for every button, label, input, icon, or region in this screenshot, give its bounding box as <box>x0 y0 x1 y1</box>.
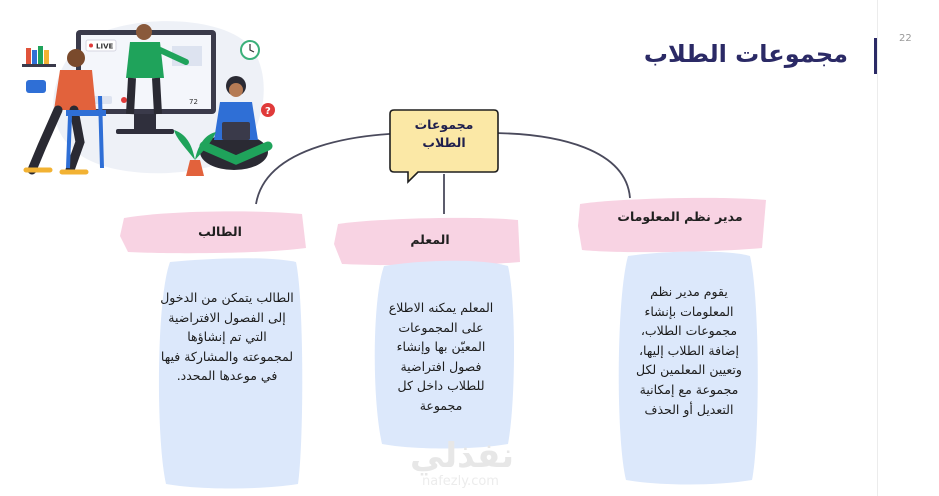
viewer-count: 72 <box>189 98 198 106</box>
tab-admin-label: مدير نظم المعلومات <box>617 209 743 224</box>
tab-teacher-label: المعلم <box>410 232 450 247</box>
watermark-url: nafezly.com <box>422 474 499 489</box>
tab-student-shape <box>120 211 306 254</box>
tab-admin-shape <box>578 197 766 253</box>
monitor-base <box>116 129 174 134</box>
shoes <box>23 167 89 175</box>
live-badge <box>85 39 117 52</box>
live-label: LIVE <box>96 43 113 51</box>
teacher-legs <box>126 77 162 115</box>
slide-edge-line <box>877 0 878 496</box>
center-bubble-text: مجموعات الطلاب <box>414 117 474 150</box>
laptop <box>222 122 250 140</box>
book <box>32 50 37 64</box>
student-man-leg <box>65 105 85 175</box>
chair-legs <box>66 95 104 169</box>
question-icon <box>261 103 275 117</box>
book <box>38 46 43 64</box>
chat-bubble-icon <box>26 80 46 93</box>
card-teacher-shape <box>374 260 514 449</box>
book <box>44 50 49 64</box>
clock-hands <box>249 44 255 53</box>
shelf <box>22 64 56 67</box>
book <box>26 48 31 64</box>
slide-title: مجموعات الطلاب <box>643 40 848 68</box>
title-accent-bar <box>874 38 877 74</box>
slide-number: 22 <box>899 33 912 44</box>
teacher-shirt <box>126 42 164 78</box>
card-student-shape <box>158 258 303 489</box>
svg-text:?: ? <box>265 106 271 117</box>
bubble-shape <box>389 109 499 184</box>
card-teacher-text: المعلم يمكنه الاطلاع على المجموعات المعي… <box>388 300 494 413</box>
teacher-head <box>136 24 152 40</box>
tab-student-label: الطالب <box>198 224 242 239</box>
center-speech-bubble <box>389 109 499 184</box>
student-woman-head <box>229 83 243 97</box>
plant-pot <box>186 160 204 176</box>
teacher-arm <box>157 47 189 65</box>
chair-seat <box>66 110 106 116</box>
plant-leaves <box>174 130 216 160</box>
student-man-head <box>67 49 85 67</box>
online-class-illustration: LIVE 72 ? <box>22 21 275 176</box>
watermark-logo: نفذلي <box>410 436 515 476</box>
card-student-text: الطالب يتمكن من الدخول إلى الفصول الافتر… <box>160 290 294 384</box>
student-man-leg <box>27 105 63 175</box>
live-dot-icon <box>89 43 93 48</box>
tab-teacher-shape <box>334 217 520 266</box>
card-admin-shape <box>618 251 758 485</box>
student-man-shirt <box>54 70 96 110</box>
student-woman-legs <box>199 141 273 165</box>
monitor-stand <box>134 114 156 130</box>
record-icon <box>121 97 127 103</box>
bean-bag <box>200 134 268 170</box>
card-admin-text: يقوم مدير نظم المعلومات بإنشاء مجموعات ا… <box>636 284 742 417</box>
